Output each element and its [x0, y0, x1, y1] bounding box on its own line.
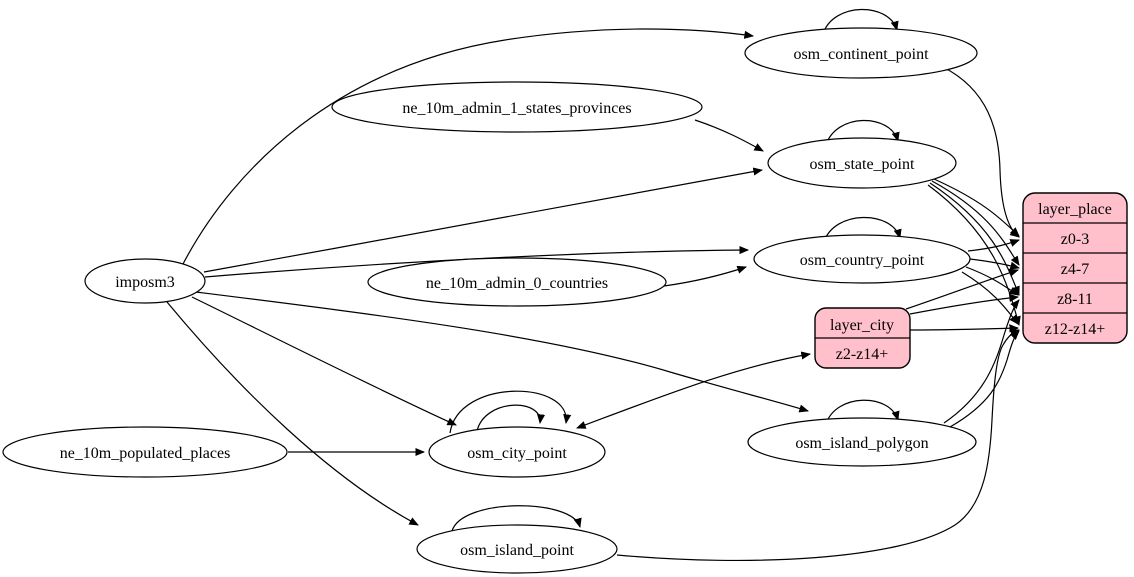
osm-state-point-shape — [767, 137, 957, 189]
node-osm-state-point: osm_state_point — [767, 137, 957, 189]
edge-imposm3-to-osm-city-point — [191, 296, 457, 426]
imposm3-shape — [84, 258, 206, 304]
node-layer-place: layer_place z0-3 z4-7 z8-11 z12-z14+ — [1022, 192, 1128, 344]
layer-place-row-z0-3: z0-3 — [1061, 231, 1089, 248]
edges-layer — [166, 8, 1021, 562]
layer-place-box — [1022, 192, 1128, 344]
node-ne-10m-admin-1-states-provinces: ne_10m_admin_1_states_provinces — [331, 81, 703, 133]
node-ne-10m-admin-0-countries: ne_10m_admin_0_countries — [367, 257, 667, 307]
edge-imposm3-to-osm-island-polygon — [195, 291, 809, 413]
edge-layer-city-to-layer-place-z8-11 — [909, 293, 1020, 315]
edge-osm-city-point-layer-city-z2-z14 — [576, 351, 812, 429]
node-osm-continent-point: osm_continent_point — [744, 27, 978, 79]
imposm3-label: imposm3 — [115, 274, 175, 291]
edge-osm-state-point-to-layer-place-z8-11 — [929, 182, 1020, 296]
layer-place-row-z8-11: z8-11 — [1057, 291, 1093, 308]
edge-osm-island-polygon-to-layer-place-z8-11 — [943, 299, 1020, 424]
layer-place-title: layer_place — [1038, 201, 1112, 218]
osm-city-point-label: osm_city_point — [467, 445, 567, 462]
edge-imposm3-to-osm-island-point — [166, 301, 419, 526]
edge-osm-country-point-to-layer-place-z0-3 — [967, 239, 1020, 252]
layer-city-row-z2-z14: z2-z14+ — [836, 346, 889, 363]
edge-layer-city-to-layer-place-z12-z14 — [909, 324, 1020, 333]
edge-osm-state-point-to-layer-place-z0-3 — [933, 178, 1020, 237]
edge-osm-island-polygon-to-layer-place-z12-z14 — [949, 330, 1020, 428]
osm-country-point-shape — [753, 234, 971, 284]
osm-island-point-label: osm_island_point — [460, 542, 574, 559]
self-loop-osm-island-point — [451, 505, 582, 532]
osm-continent-point-shape — [744, 27, 978, 79]
osm-city-point-shape — [428, 426, 606, 478]
edge-ne10m-admin1-to-osm-state-point — [694, 119, 764, 152]
edge-osm-state-point-to-layer-place-z12-z14 — [927, 184, 1021, 326]
node-imposm3: imposm3 — [84, 258, 206, 304]
self-loop-osm-country-point — [823, 216, 902, 243]
ne-10m-admin-0-countries-shape — [367, 257, 667, 307]
self-loop-osm-city-point-outer — [449, 390, 572, 434]
edge-imposm3-to-osm-continent-point — [182, 28, 755, 265]
edge-imposm3-to-osm-state-point — [203, 167, 764, 273]
osm-island-polygon-label: osm_island_polygon — [795, 435, 928, 452]
node-layer-city: layer_city z2-z14+ — [814, 307, 911, 369]
node-osm-island-polygon: osm_island_polygon — [747, 417, 977, 467]
edge-ne10m-admin0-to-osm-country-point — [663, 265, 747, 287]
osm-island-point-shape — [416, 524, 618, 574]
edge-osm-country-point-to-layer-place-z8-11 — [965, 266, 1019, 296]
layer-city-title: layer_city — [830, 317, 894, 334]
node-osm-city-point: osm_city_point — [428, 426, 606, 478]
edge-layer-city-to-layer-place-z4-7 — [905, 268, 1019, 310]
ne-10m-populated-places-shape — [2, 426, 288, 478]
self-loop-osm-state-point — [825, 119, 900, 146]
edge-osm-country-point-to-layer-place-z12-z14 — [961, 271, 1019, 325]
osm-country-point-label: osm_country_point — [800, 252, 925, 269]
ne-10m-populated-places-label: ne_10m_populated_places — [60, 445, 231, 462]
ne-10m-admin-1-states-provinces-shape — [331, 81, 703, 133]
node-osm-country-point: osm_country_point — [753, 234, 971, 284]
osm-continent-point-label: osm_continent_point — [793, 46, 929, 63]
edge-osm-island-point-to-layer-place-z12-z14 — [616, 328, 1020, 562]
osm-state-point-label: osm_state_point — [810, 156, 915, 173]
self-loop-osm-city-point-inner — [476, 404, 546, 432]
node-osm-island-point: osm_island_point — [416, 524, 618, 574]
edge-osm-country-point-to-layer-place-z4-7 — [969, 258, 1020, 270]
layer-place-row-z4-7: z4-7 — [1061, 261, 1089, 278]
osm-island-polygon-shape — [747, 417, 977, 467]
ne-10m-admin-1-states-provinces-label: ne_10m_admin_1_states_provinces — [402, 100, 631, 117]
self-loop-osm-continent-point — [822, 8, 899, 35]
ne-10m-admin-0-countries-label: ne_10m_admin_0_countries — [426, 275, 608, 292]
node-ne-10m-populated-places: ne_10m_populated_places — [2, 426, 288, 478]
edge-osm-continent-point-to-layer-place-z0-3 — [942, 66, 1020, 238]
self-loop-osm-island-polygon — [825, 399, 900, 425]
layer-place-row-z12-z14: z12-z14+ — [1045, 321, 1106, 338]
edge-osm-state-point-to-layer-place-z4-7 — [931, 180, 1020, 266]
